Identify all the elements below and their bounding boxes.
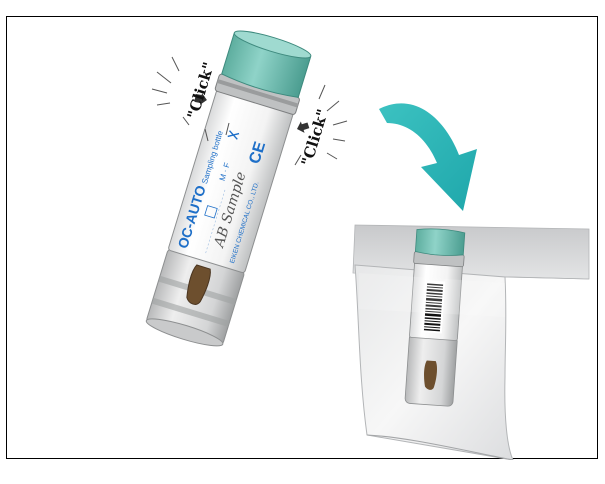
illustration-canvas: OC-AUTO Sampling bottle M · F AB Sample … <box>7 17 599 460</box>
click-callout-icon: "Click" <box>295 85 347 168</box>
curved-arrow-icon <box>379 103 477 211</box>
sampling-tube-icon: OC-AUTO Sampling bottle M · F AB Sample … <box>142 26 314 352</box>
click-label-right: "Click" <box>298 107 332 168</box>
specimen-bag-icon <box>353 225 589 460</box>
illustration-frame: OC-AUTO Sampling bottle M · F AB Sample … <box>6 16 598 459</box>
